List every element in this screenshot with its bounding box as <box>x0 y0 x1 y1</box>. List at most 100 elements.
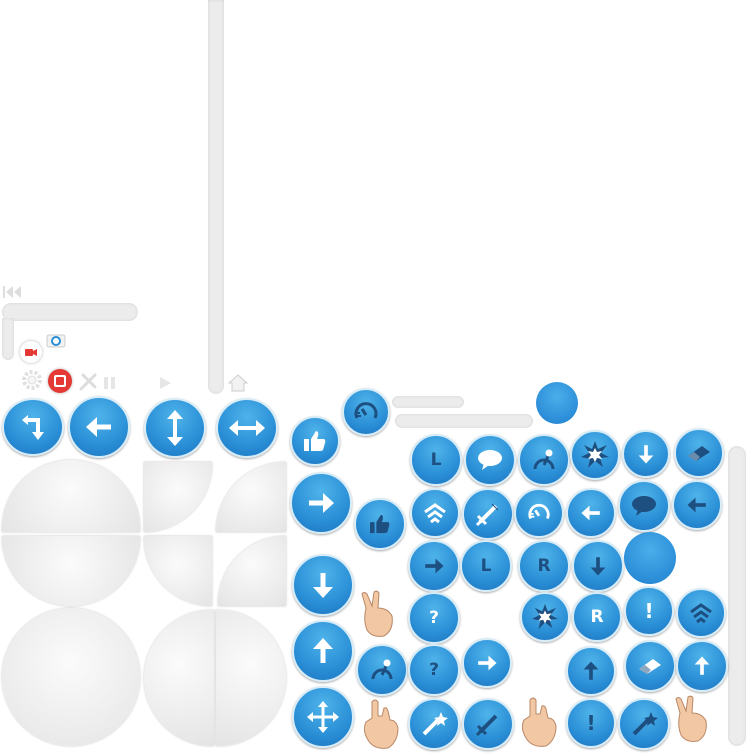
horizontal-bar-top-left <box>2 303 138 321</box>
arrow-right-button-small[interactable] <box>462 638 512 688</box>
wifi-button-dark[interactable] <box>676 588 726 638</box>
hand-gesture-icon <box>363 699 399 749</box>
horizontal-bar-long <box>395 414 533 428</box>
arrow-up-icon <box>313 638 333 663</box>
magic-wand-icon <box>422 712 448 736</box>
sword-button-dark[interactable] <box>462 698 514 750</box>
vertical-scroll-track <box>208 0 224 394</box>
explosion-button-2[interactable] <box>520 592 570 642</box>
thumbs-up-button-small[interactable] <box>354 498 406 550</box>
arrow-left-button-dark[interactable] <box>672 480 722 530</box>
speedometer-button[interactable] <box>514 488 564 538</box>
arrow-updown-icon <box>167 410 183 446</box>
hand-two-finger-1 <box>358 590 398 644</box>
explosion-icon <box>581 441 609 468</box>
arrow-down-button[interactable] <box>292 554 354 616</box>
arrow-up-button-small[interactable] <box>676 640 728 692</box>
play-icon[interactable] <box>158 376 172 390</box>
arrow-leftright-icon <box>229 420 265 436</box>
pause-icon[interactable] <box>102 376 118 390</box>
chat-bubble-icon <box>478 450 502 470</box>
left-L-button[interactable]: L <box>410 434 462 486</box>
arrow-up-icon <box>694 656 710 675</box>
help-button[interactable]: ? <box>408 592 460 644</box>
left-L-label: L <box>430 450 442 470</box>
sword-button[interactable] <box>462 488 514 540</box>
rewind-icon[interactable] <box>2 286 22 298</box>
arrow-leftright-button[interactable] <box>216 398 278 458</box>
right-R-button[interactable]: R <box>518 540 570 592</box>
tools-icon[interactable] <box>78 370 100 392</box>
home-icon[interactable] <box>228 374 248 392</box>
left-L-button-2[interactable]: L <box>460 540 512 592</box>
arrow-left-icon <box>581 505 600 521</box>
vertical-bar-right <box>728 446 746 746</box>
sword-icon <box>475 503 499 527</box>
joystick-base-half-right <box>216 610 286 746</box>
blank-button-grid[interactable] <box>624 532 676 584</box>
arrow-right-icon <box>309 493 334 513</box>
blank-button-top-right[interactable] <box>536 382 578 424</box>
hand-gesture-icon <box>521 697 557 747</box>
wifi-button[interactable] <box>410 488 460 538</box>
speedometer-button-top[interactable] <box>342 388 390 436</box>
arrow-right-icon <box>478 655 497 671</box>
arrow-up-icon <box>583 661 599 680</box>
hand-two-finger-2 <box>672 692 712 752</box>
arrow-up-button[interactable] <box>292 620 354 682</box>
alert-label: ! <box>586 711 596 735</box>
arrow-right-button-dark[interactable] <box>408 540 460 592</box>
magic-wand-button-dark[interactable] <box>618 698 670 750</box>
magic-wand-button[interactable] <box>408 698 460 750</box>
thumbs-up-icon <box>304 431 326 451</box>
arrow-down-button-small[interactable] <box>622 430 670 478</box>
lever-icon <box>533 449 555 470</box>
arrow-right-button[interactable] <box>290 472 352 534</box>
camera-icon[interactable] <box>46 332 66 348</box>
help-button-dark[interactable]: ? <box>408 644 460 696</box>
eraser-icon <box>639 659 661 674</box>
arrow-down-icon <box>590 557 606 576</box>
gear-icon[interactable] <box>20 368 44 392</box>
record-video-icon[interactable] <box>20 341 42 363</box>
speedometer-icon <box>354 402 378 419</box>
joystick-half-bottom-left <box>2 536 140 606</box>
arrow-down-icon <box>313 573 333 598</box>
hand-gesture-icon <box>675 695 707 742</box>
stop-icon[interactable] <box>48 369 72 393</box>
speedometer-icon <box>528 503 550 520</box>
turn-icon <box>22 415 44 440</box>
turn-button[interactable] <box>2 398 64 456</box>
right-R-button-2[interactable]: R <box>572 592 622 642</box>
joystick-base-large <box>2 608 140 746</box>
hand-gesture-icon <box>361 590 393 637</box>
arrow-down-button-dark[interactable] <box>572 540 624 592</box>
arrow-down-icon <box>638 445 654 464</box>
wifi-icon <box>690 603 712 624</box>
lever-icon <box>371 659 393 680</box>
joystick-quarter-d <box>218 536 286 606</box>
explosion-button[interactable] <box>570 430 620 480</box>
joystick-base-half-left <box>144 610 214 746</box>
lever-button[interactable] <box>518 434 570 486</box>
right-R-label: R <box>590 607 604 627</box>
chat-button-dark[interactable] <box>618 480 670 532</box>
alert-button[interactable]: ! <box>624 586 674 636</box>
arrow-left-icon <box>86 417 111 437</box>
thumbs-up-button[interactable] <box>290 416 340 466</box>
thumbs-up-icon <box>370 514 390 534</box>
chat-button[interactable] <box>464 434 516 486</box>
joystick-quarter-a <box>144 462 212 532</box>
arrow-up-button-dark[interactable] <box>566 646 616 696</box>
lever-button-2[interactable] <box>356 644 408 696</box>
arrow-left-icon <box>687 497 706 513</box>
hand-pointer-2 <box>516 694 560 754</box>
eraser-button[interactable] <box>674 428 724 478</box>
arrow-updown-button[interactable] <box>144 398 206 458</box>
alert-button-dark[interactable]: ! <box>566 698 616 748</box>
arrow-left-button[interactable] <box>68 396 130 458</box>
arrow-left-button-small[interactable] <box>566 488 616 538</box>
magic-wand-icon <box>632 712 658 736</box>
move-button[interactable] <box>292 686 354 748</box>
eraser-button-2[interactable] <box>624 640 676 692</box>
